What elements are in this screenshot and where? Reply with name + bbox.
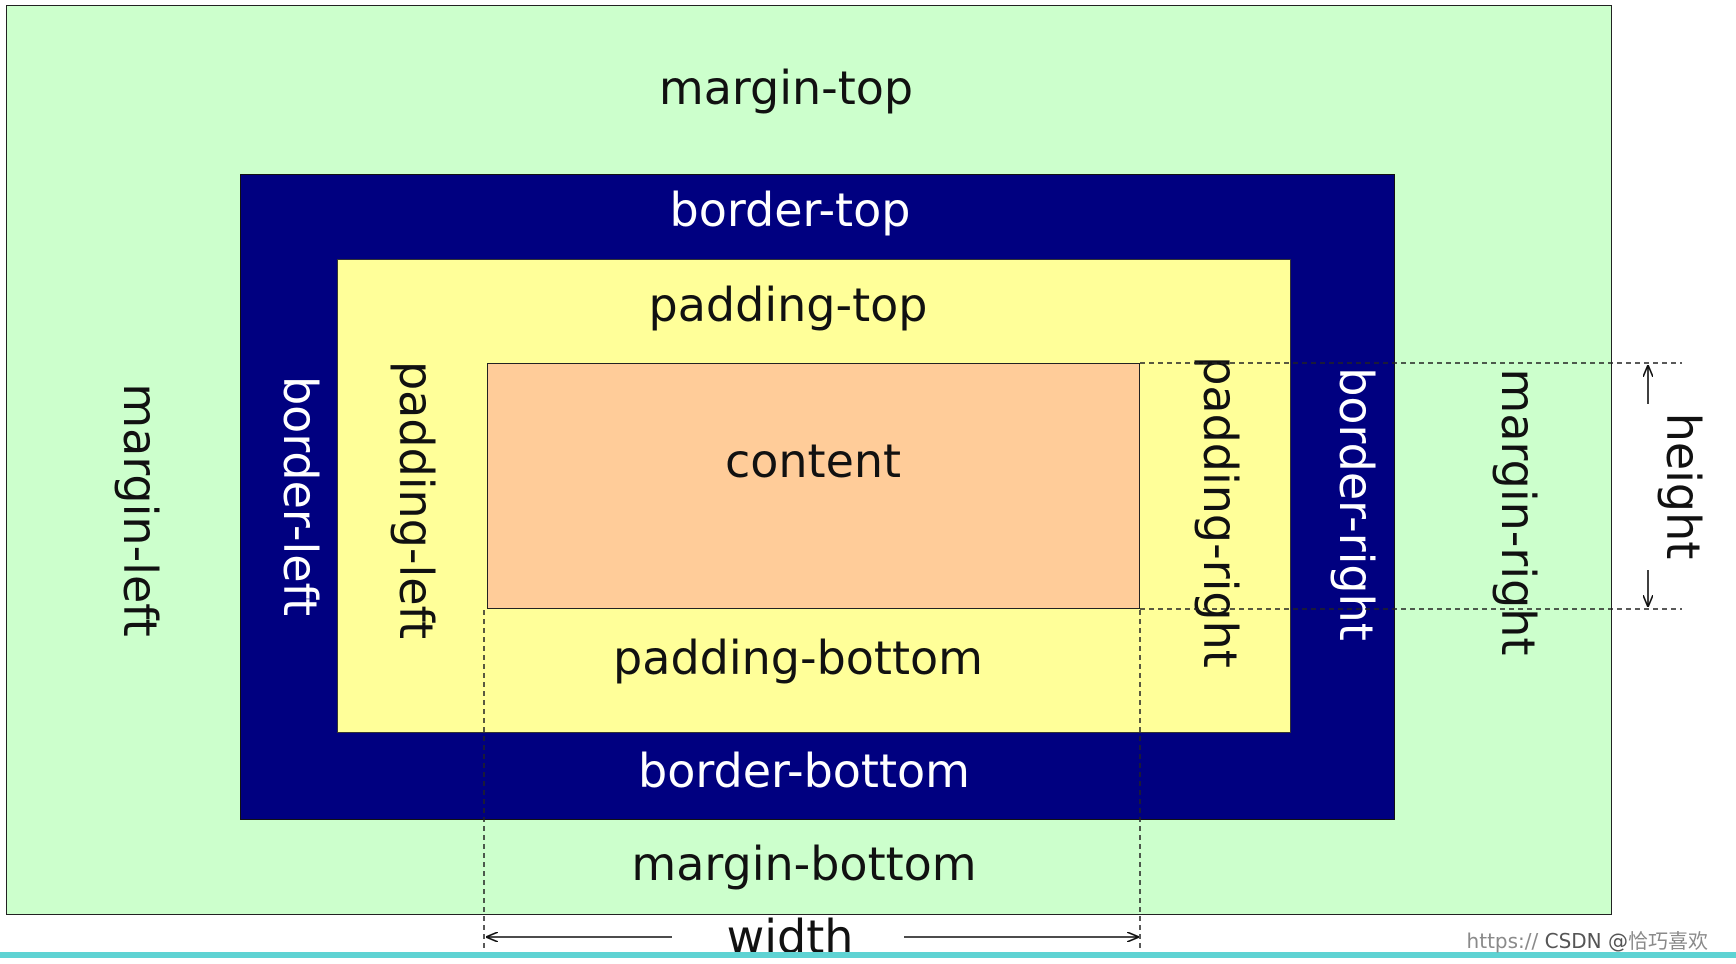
bottom-accent-strip	[0, 952, 1736, 958]
margin-top-label: margin-top	[658, 61, 914, 115]
watermark-url: https://	[1466, 929, 1539, 953]
border-bottom-label: border-bottom	[638, 744, 970, 798]
border-top-label: border-top	[669, 183, 911, 237]
margin-bottom-label: margin-bottom	[631, 837, 977, 891]
content-area	[487, 363, 1140, 609]
watermark-brand: CSDN @	[1544, 929, 1628, 953]
padding-bottom-label: padding-bottom	[613, 631, 983, 685]
padding-top-label: padding-top	[648, 278, 928, 332]
height-label: height	[1656, 412, 1710, 560]
watermark-author: 恰巧喜欢	[1628, 929, 1708, 953]
watermark: https:// CSDN @恰巧喜欢	[1467, 925, 1708, 954]
content-label: content	[724, 434, 902, 488]
